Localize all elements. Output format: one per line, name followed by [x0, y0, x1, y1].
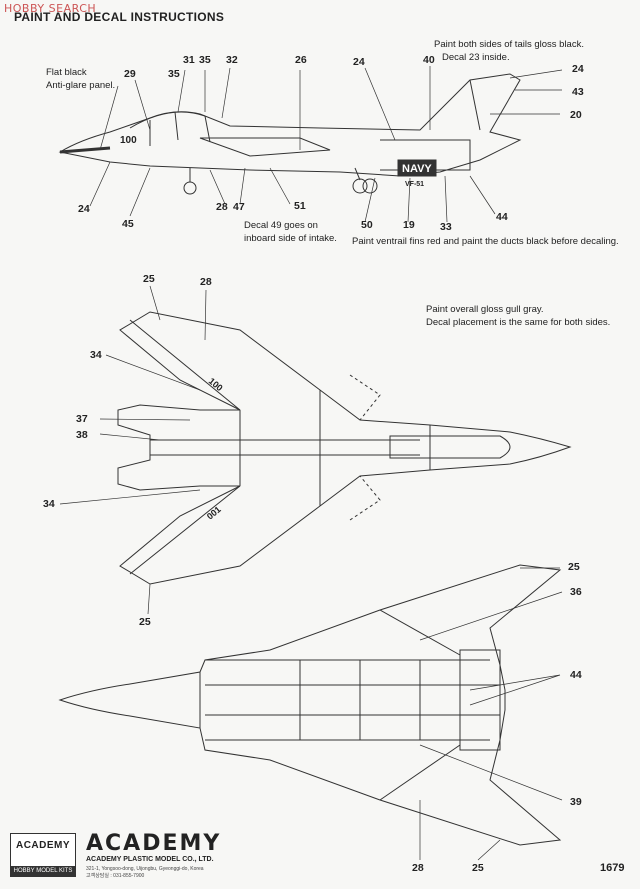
callout-19: 19: [403, 219, 415, 231]
callout-32: 32: [226, 54, 238, 66]
note-tails-text: Paint both sides of tails gloss black.: [434, 39, 584, 50]
callout-top-37: 37: [76, 413, 88, 425]
callout-24: 24: [353, 56, 365, 68]
watermark: HOBBY SEARCH: [4, 2, 97, 15]
callout-35b: 35: [199, 54, 211, 66]
bottom-view: [58, 564, 562, 846]
callout-24c: 24: [78, 203, 90, 215]
leader-lines: [59, 66, 563, 861]
callout-top-38: 38: [76, 429, 88, 441]
footer-address-line2: 고객상담실 : 031-855-7900: [86, 873, 145, 879]
callout-28: 28: [216, 201, 228, 213]
note-tails: Paint both sides of tails gloss black. D…: [434, 38, 584, 64]
top-view: [117, 311, 572, 585]
side-view: [58, 73, 522, 195]
callout-50: 50: [361, 219, 373, 231]
footer-logo-bottom: HOBBY MODEL KITS: [11, 866, 75, 876]
callout-bottom-44: 44: [570, 669, 582, 681]
page-title: PAINT AND DECAL INSTRUCTIONS: [14, 10, 225, 24]
callout-29: 29: [124, 68, 136, 80]
callout-bottom-39: 39: [570, 796, 582, 808]
note-flat-black-text: Flat black: [46, 67, 87, 78]
note-gull-gray-text: Paint overall gloss gull gray.: [426, 304, 544, 315]
footer-address: 321-1, Yongsoo-dong, Uijongbu, Gyeonggi-…: [86, 866, 204, 880]
callout-44: 44: [496, 211, 508, 223]
callout-bottom-36: 36: [570, 586, 582, 598]
callout-26: 26: [295, 54, 307, 66]
callout-33: 33: [440, 221, 452, 233]
page-number: 1679: [600, 862, 625, 874]
note-flat-black: Flat black Anti-glare panel.: [46, 66, 115, 92]
callout-top-28: 28: [200, 276, 212, 288]
wing-top-number-text: 100: [207, 376, 225, 393]
callout-bottom-25: 25: [568, 561, 580, 573]
navy-marking-text: NAVY: [402, 163, 432, 175]
squadron-marking-text: VF-51: [405, 181, 424, 188]
callout-bottom-25b: 25: [472, 862, 484, 874]
callout-47: 47: [233, 201, 245, 213]
callout-top-25b: 25: [139, 616, 151, 628]
footer-brand: ACADEMY: [86, 831, 222, 856]
callout-top-34: 34: [90, 349, 102, 361]
note-decal-49-line2: inboard side of intake.: [244, 233, 337, 244]
callout-43: 43: [572, 86, 584, 98]
note-decal-same-text: Decal placement is the same for both sid…: [426, 317, 611, 328]
callout-35: 35: [168, 68, 180, 80]
callout-bottom-28: 28: [412, 862, 424, 874]
callout-51: 51: [294, 200, 306, 212]
note-decal-23-text: Decal 23 inside.: [442, 52, 510, 63]
callout-top-34b: 34: [43, 498, 55, 510]
footer-logo-top: ACADEMY: [15, 840, 71, 851]
callout-24b: 24: [572, 63, 584, 75]
note-decal-49: Decal 49 goes on inboard side of intake.: [244, 219, 337, 245]
callout-31: 31: [183, 54, 195, 66]
callout-40: 40: [423, 54, 435, 66]
note-gull-gray: Paint overall gloss gull gray. Decal pla…: [426, 303, 610, 329]
note-ventrail: Paint ventrail fins red and paint the du…: [352, 236, 619, 247]
nose-number-text: 100: [120, 135, 137, 146]
wing-bottom-number-text: 001: [205, 504, 223, 521]
footer-company: ACADEMY PLASTIC MODEL CO., LTD.: [86, 856, 214, 863]
callout-20: 20: [570, 109, 582, 121]
callout-45: 45: [122, 218, 134, 230]
footer-address-line1: 321-1, Yongsoo-dong, Uijongbu, Gyeonggi-…: [86, 866, 204, 872]
footer-logo-badge: ACADEMY HOBBY MODEL KITS: [10, 833, 76, 877]
note-anti-glare-text: Anti-glare panel.: [46, 80, 116, 91]
callout-top-25: 25: [143, 273, 155, 285]
note-decal-49-line1: Decal 49 goes on: [244, 220, 318, 231]
